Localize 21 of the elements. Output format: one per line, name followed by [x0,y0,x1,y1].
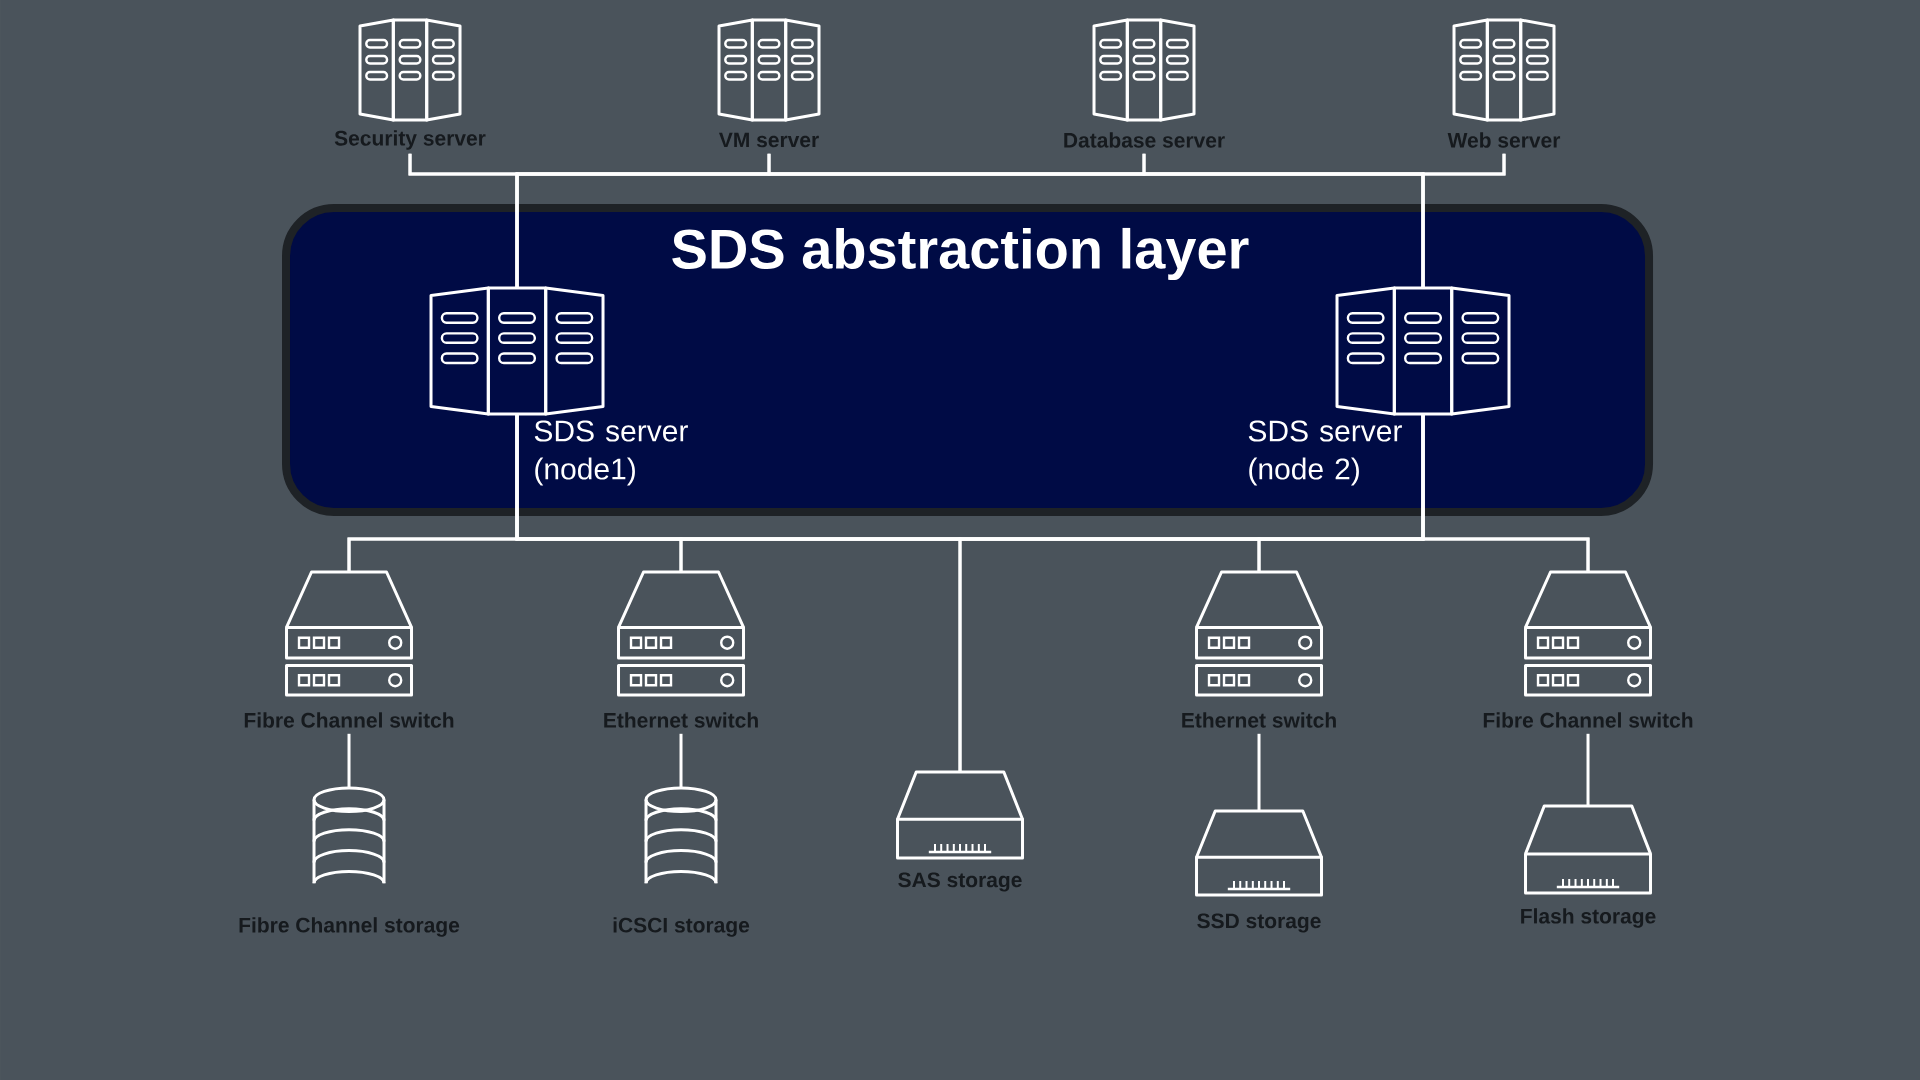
server-label: SDS server (node 2) [1248,420,1402,486]
device-label: Fibre Channel switch [1483,712,1693,728]
device-label: SAS storage [898,872,1022,892]
connector-line [347,733,351,788]
device-label: Web server [1447,132,1561,148]
device-label: VM server [718,132,819,148]
device-label: Security server [334,130,486,150]
connector-line [1257,733,1261,811]
connector-line [1586,733,1590,806]
device-label: Flash storage [1521,908,1656,928]
device-label: SSD storage [1197,913,1321,933]
device-label: Database server [1064,132,1225,148]
device-label: iCSCI storage [613,917,750,937]
device-label: Ethernet switch [1182,712,1336,728]
connector-line [679,733,683,788]
connector-line [1421,153,1506,288]
connector-line [1421,414,1590,572]
device-label: Fibre Channel storage [239,917,460,937]
device-label: Ethernet switch [604,712,758,728]
device-label: Fibre Channel switch [244,712,454,728]
server-label: SDS server (node1) [534,420,688,486]
